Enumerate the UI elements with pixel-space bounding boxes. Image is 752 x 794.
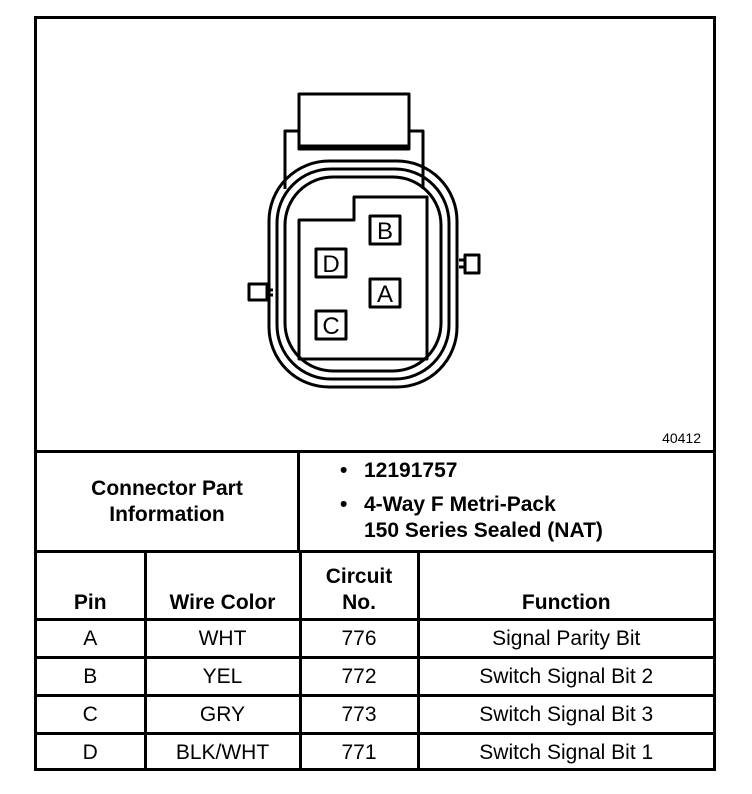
connector-part-info-values: • 12191757 • 4-Way F Metri-Pack 150 Seri… — [300, 453, 713, 550]
cell-pin: A — [37, 618, 147, 659]
cell-pin: C — [37, 694, 147, 735]
cell-circuit: 772 — [298, 656, 420, 697]
cell-function: Switch Signal Bit 2 — [416, 656, 713, 697]
cell-wire-color: BLK/WHT — [143, 732, 302, 770]
connector-body-outer — [267, 159, 459, 389]
header-pin: Pin — [37, 553, 147, 621]
connector-description-1: 4-Way F Metri-Pack — [364, 493, 556, 516]
bullet-icon: • — [340, 459, 348, 482]
table-row: A WHT 776 Signal Parity Bit — [37, 618, 713, 659]
connector-description-2: 150 Series Sealed (NAT) — [364, 519, 603, 542]
cell-function: Switch Signal Bit 3 — [416, 694, 713, 735]
pin-box-c — [314, 309, 348, 341]
pin-label-d: D — [322, 251, 339, 278]
cell-wire-color: GRY — [143, 694, 302, 735]
pin-box-d — [314, 247, 348, 279]
connector-body-ring — [275, 167, 451, 381]
pin-box-b — [368, 214, 402, 246]
connector-body-inner — [283, 175, 443, 373]
header-wire-color: Wire Color — [143, 553, 302, 621]
header-function: Function — [416, 553, 713, 621]
cell-pin: B — [37, 656, 147, 697]
cell-wire-color: WHT — [143, 618, 302, 659]
connector-part-info-text: Connector Part Information — [91, 476, 243, 526]
table-row: C GRY 773 Switch Signal Bit 3 — [37, 694, 713, 735]
connector-part-info-row: Connector Part Information • 12191757 • … — [37, 453, 713, 553]
connector-tab-right — [463, 253, 481, 275]
connector-illustration: B D A C — [247, 92, 481, 389]
cell-circuit: 771 — [298, 732, 420, 770]
connector-diagram-frame: B D A C 40412 Connector Part Information… — [34, 16, 716, 771]
pin-cavity-outline — [297, 195, 429, 361]
cell-wire-color: YEL — [143, 656, 302, 697]
pin-label-b: B — [377, 218, 393, 245]
header-circuit-no: Circuit No. — [298, 553, 420, 621]
pin-label-c: C — [322, 313, 339, 340]
cell-function: Switch Signal Bit 1 — [416, 732, 713, 770]
connector-part-info-label: Connector Part Information — [37, 453, 300, 550]
pin-table: Pin Wire Color Circuit No. Function A WH… — [37, 553, 713, 770]
cell-function: Signal Parity Bit — [416, 618, 713, 659]
pin-table-header: Pin Wire Color Circuit No. Function — [37, 553, 713, 621]
cell-circuit: 776 — [298, 618, 420, 659]
cell-circuit: 773 — [298, 694, 420, 735]
table-row: D BLK/WHT 771 Switch Signal Bit 1 — [37, 732, 713, 770]
connector-drawing-area: B D A C 40412 — [37, 19, 713, 453]
figure-number: 40412 — [662, 430, 701, 446]
part-number: 12191757 — [364, 459, 458, 482]
pin-box-a — [368, 277, 402, 309]
connector-tab-left — [247, 282, 269, 302]
bullet-icon: • — [340, 493, 348, 516]
connector-shoulders — [283, 129, 425, 189]
pin-label-a: A — [377, 281, 393, 308]
connector-latch-top — [297, 92, 411, 148]
table-row: B YEL 772 Switch Signal Bit 2 — [37, 656, 713, 697]
cell-pin: D — [37, 732, 147, 770]
